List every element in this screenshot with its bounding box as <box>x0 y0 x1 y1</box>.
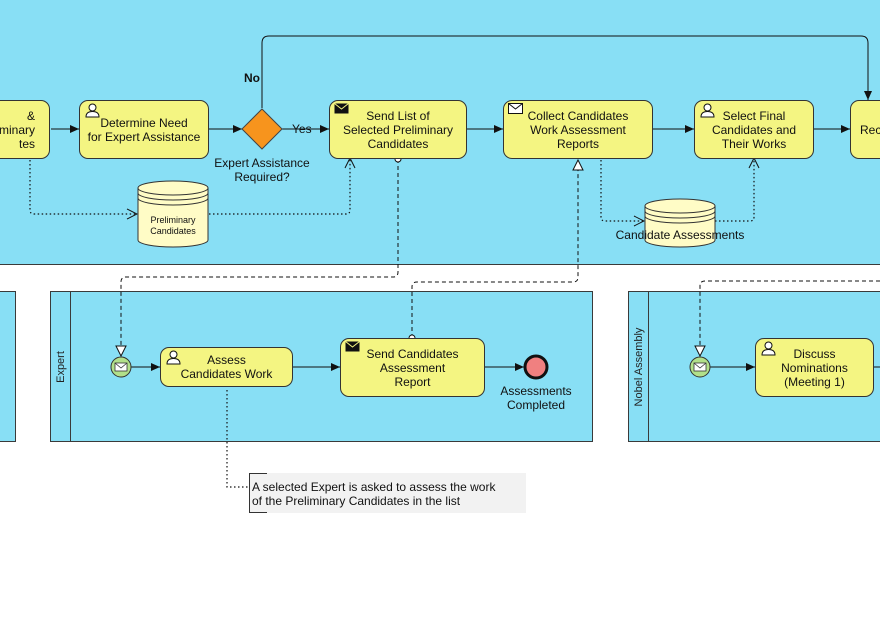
gateway-label: Expert Assistance Required? <box>214 156 310 184</box>
task-discuss-nominations[interactable]: Discuss Nominations (Meeting 1) <box>755 338 874 397</box>
annotation-association <box>226 390 250 488</box>
task-send-report-label: Send Candidates Assessment Report <box>366 346 459 389</box>
task-partial-right[interactable]: Rec <box>850 100 880 159</box>
task-partial-left-label: & minary tes <box>0 108 35 151</box>
text-annotation-text: A selected Expert is asked to assess the… <box>252 480 496 508</box>
receive-message-icon <box>508 103 523 117</box>
send-message-icon <box>345 341 360 355</box>
assoc-to-assessments-store <box>600 160 644 221</box>
data-associations <box>29 158 754 488</box>
user-task-icon <box>699 103 716 121</box>
task-send-list-label: Send List of Selected Preliminary Candid… <box>342 108 454 151</box>
task-collect-reports-label: Collect Candidates Work Assessment Repor… <box>527 108 629 151</box>
task-partial-left[interactable]: & minary tes <box>0 100 50 159</box>
expert-lane-label: Expert <box>51 292 71 441</box>
assoc-from-preliminary-store <box>209 158 350 215</box>
msg-to-nobel-assembly <box>700 280 880 356</box>
task-partial-right-label: Rec <box>860 122 880 137</box>
nobel-assembly-lane-label: Nobel Assembly <box>629 292 649 441</box>
preliminary-store-label: Preliminary Candidates <box>150 215 196 236</box>
task-discuss-nominations-label: Discuss Nominations (Meeting 1) <box>781 346 848 389</box>
gateway-no-label: No <box>244 71 260 85</box>
user-task-icon <box>165 350 182 368</box>
assoc-to-preliminary-store <box>29 160 137 214</box>
msg-send-list-to-expert <box>121 159 399 356</box>
msg-report-to-collect <box>411 160 578 338</box>
assessments-store-label: Candidate Assessments <box>615 228 745 242</box>
user-task-icon <box>760 341 777 359</box>
left-partial-pool <box>0 291 16 442</box>
preliminary-candidates-store[interactable] <box>137 180 209 248</box>
task-send-list[interactable]: Send List of Selected Preliminary Candid… <box>329 100 467 159</box>
assoc-from-assessments-store <box>715 158 754 222</box>
nobel-start-event[interactable] <box>689 356 711 378</box>
text-annotation-bracket <box>249 473 267 513</box>
sequence-flows <box>51 35 880 371</box>
task-assess-work[interactable]: Assess Candidates Work <box>160 347 293 387</box>
message-flows <box>121 159 880 356</box>
assessments-completed-end-event[interactable] <box>523 354 549 380</box>
flow-gateway-no <box>261 35 872 108</box>
send-message-icon <box>334 103 349 117</box>
user-task-icon <box>84 103 101 121</box>
candidate-assessments-store[interactable] <box>644 198 716 248</box>
task-collect-reports[interactable]: Collect Candidates Work Assessment Repor… <box>503 100 653 159</box>
end-event-label: Assessments Completed <box>500 384 572 412</box>
expert-assistance-gateway[interactable] <box>241 108 283 150</box>
task-select-final-label: Select Final Candidates and Their Works <box>711 108 797 151</box>
text-annotation: A selected Expert is asked to assess the… <box>249 473 526 513</box>
task-determine-need[interactable]: Determine Need for Expert Assistance <box>79 100 209 159</box>
expert-start-event[interactable] <box>110 356 132 378</box>
task-send-report[interactable]: Send Candidates Assessment Report <box>340 338 485 397</box>
task-select-final[interactable]: Select Final Candidates and Their Works <box>694 100 814 159</box>
task-assess-work-label: Assess Candidates Work <box>180 353 273 381</box>
task-determine-need-label: Determine Need for Expert Assistance <box>87 115 201 144</box>
gateway-yes-label: Yes <box>292 122 312 136</box>
